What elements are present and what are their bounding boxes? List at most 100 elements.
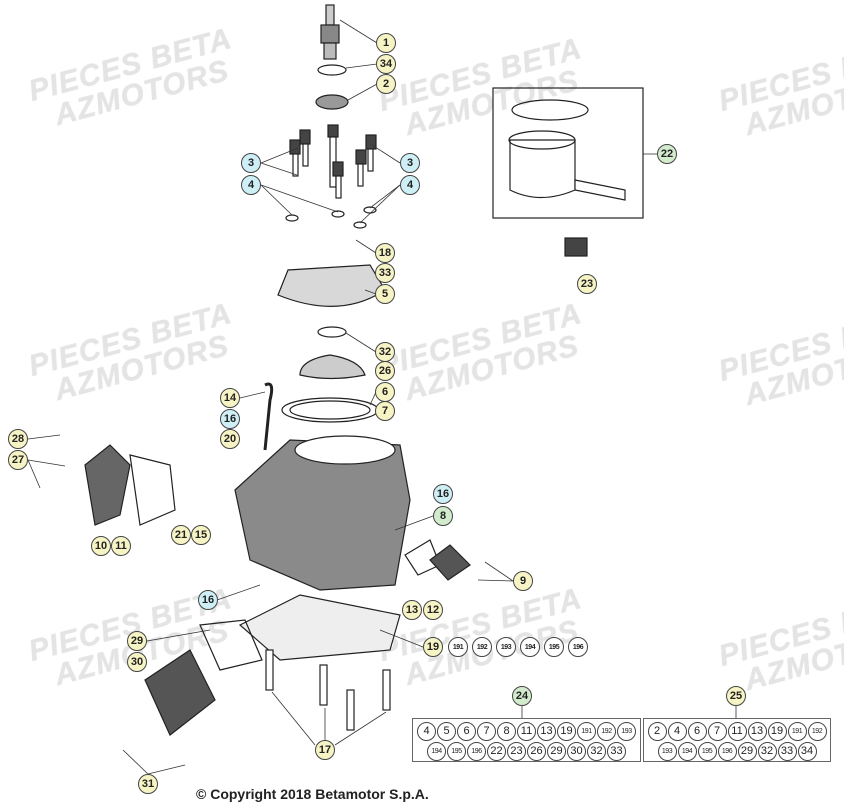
kit-part-194: 194 xyxy=(427,741,446,761)
callout-2[interactable]: 2 xyxy=(376,74,396,94)
kit-part-11: 11 xyxy=(727,721,747,741)
callout-193[interactable]: 193 xyxy=(496,637,516,657)
piston-pin xyxy=(574,179,626,201)
callout-23[interactable]: 23 xyxy=(577,274,597,294)
washers xyxy=(285,206,377,229)
callout-33[interactable]: 33 xyxy=(375,263,395,283)
callout-19[interactable]: 19 xyxy=(423,637,443,657)
callout-1[interactable]: 1 xyxy=(376,33,396,53)
callout-12[interactable]: 12 xyxy=(423,600,443,620)
callout-9[interactable]: 9 xyxy=(513,571,533,591)
kit-part-29: 29 xyxy=(547,741,566,761)
callout-8[interactable]: 8 xyxy=(433,506,453,526)
callout-14[interactable]: 14 xyxy=(220,388,240,408)
kit-part-193: 193 xyxy=(617,721,636,741)
kit-part-191: 191 xyxy=(787,721,807,741)
kit-part-19: 19 xyxy=(767,721,787,741)
callout-192[interactable]: 192 xyxy=(472,637,492,657)
callout-4[interactable]: 4 xyxy=(241,175,261,195)
kit-part-2: 2 xyxy=(647,721,667,741)
kit-part-30: 30 xyxy=(567,741,586,761)
kit-part-26: 26 xyxy=(527,741,546,761)
callout-27[interactable]: 27 xyxy=(8,450,28,470)
callout-31[interactable]: 31 xyxy=(138,774,158,794)
kit-part-32: 32 xyxy=(587,741,606,761)
callout-20[interactable]: 20 xyxy=(220,429,240,449)
callout-16[interactable]: 16 xyxy=(198,590,218,610)
kit-part-8: 8 xyxy=(497,721,516,741)
kit-part-13: 13 xyxy=(537,721,556,741)
callout-18[interactable]: 18 xyxy=(375,243,395,263)
callout-16[interactable]: 16 xyxy=(220,409,240,429)
callout-4[interactable]: 4 xyxy=(400,175,420,195)
callout-3[interactable]: 3 xyxy=(241,153,261,173)
callout-28[interactable]: 28 xyxy=(8,429,28,449)
kit-part-5: 5 xyxy=(437,721,456,741)
combustion-insert xyxy=(299,354,366,380)
kit-part-34: 34 xyxy=(797,741,817,761)
callout-21[interactable]: 21 xyxy=(171,525,191,545)
callout-29[interactable]: 29 xyxy=(127,631,147,651)
callout-24[interactable]: 24 xyxy=(512,686,532,706)
callout-6[interactable]: 6 xyxy=(375,382,395,402)
kit-part-196: 196 xyxy=(467,741,486,761)
kit-part-195: 195 xyxy=(697,741,717,761)
callout-26[interactable]: 26 xyxy=(375,361,395,381)
kit-part-4: 4 xyxy=(417,721,436,741)
kit-part-33: 33 xyxy=(607,741,626,761)
side-cover xyxy=(429,544,471,581)
kit-part-23: 23 xyxy=(507,741,526,761)
callout-32[interactable]: 32 xyxy=(375,342,395,362)
kit-part-22: 22 xyxy=(487,741,506,761)
callout-15[interactable]: 15 xyxy=(191,525,211,545)
exhaust-cover xyxy=(84,444,131,526)
kit-part-4: 4 xyxy=(667,721,687,741)
callout-17[interactable]: 17 xyxy=(315,740,335,760)
callout-22[interactable]: 22 xyxy=(657,144,677,164)
callout-7[interactable]: 7 xyxy=(375,401,395,421)
kit-part-11: 11 xyxy=(517,721,536,741)
callout-5[interactable]: 5 xyxy=(375,284,395,304)
kit-part-19: 19 xyxy=(557,721,576,741)
kit-part-192: 192 xyxy=(597,721,616,741)
needle-bearing xyxy=(564,237,588,257)
reed-gasket xyxy=(199,619,263,671)
kit-part-33: 33 xyxy=(777,741,797,761)
callout-30[interactable]: 30 xyxy=(127,652,147,672)
hose xyxy=(263,382,274,451)
callout-16[interactable]: 16 xyxy=(433,484,453,504)
kit-part-194: 194 xyxy=(677,741,697,761)
base-gasket xyxy=(238,594,401,661)
callout-196[interactable]: 196 xyxy=(568,637,588,657)
head-bolts xyxy=(289,124,377,199)
kit-part-29: 29 xyxy=(737,741,757,761)
kit-part-195: 195 xyxy=(447,741,466,761)
callout-11[interactable]: 11 xyxy=(111,536,131,556)
callout-13[interactable]: 13 xyxy=(402,600,422,620)
seal xyxy=(315,94,349,110)
callout-3[interactable]: 3 xyxy=(400,153,420,173)
cylinder-head xyxy=(277,264,386,307)
copyright-text: © Copyright 2018 Betamotor S.p.A. xyxy=(196,786,429,802)
kit-part-6: 6 xyxy=(687,721,707,741)
callout-195[interactable]: 195 xyxy=(544,637,564,657)
kit-part-7: 7 xyxy=(477,721,496,741)
callout-191[interactable]: 191 xyxy=(448,637,468,657)
callout-34[interactable]: 34 xyxy=(376,54,396,74)
kit-part-193: 193 xyxy=(657,741,677,761)
kit-part-192: 192 xyxy=(807,721,827,741)
kit-part-196: 196 xyxy=(717,741,737,761)
callout-25[interactable]: 25 xyxy=(726,686,746,706)
studs xyxy=(265,649,391,731)
callout-10[interactable]: 10 xyxy=(91,536,111,556)
intake-manifold xyxy=(144,649,216,736)
callout-194[interactable]: 194 xyxy=(520,637,540,657)
kit-part-32: 32 xyxy=(757,741,777,761)
